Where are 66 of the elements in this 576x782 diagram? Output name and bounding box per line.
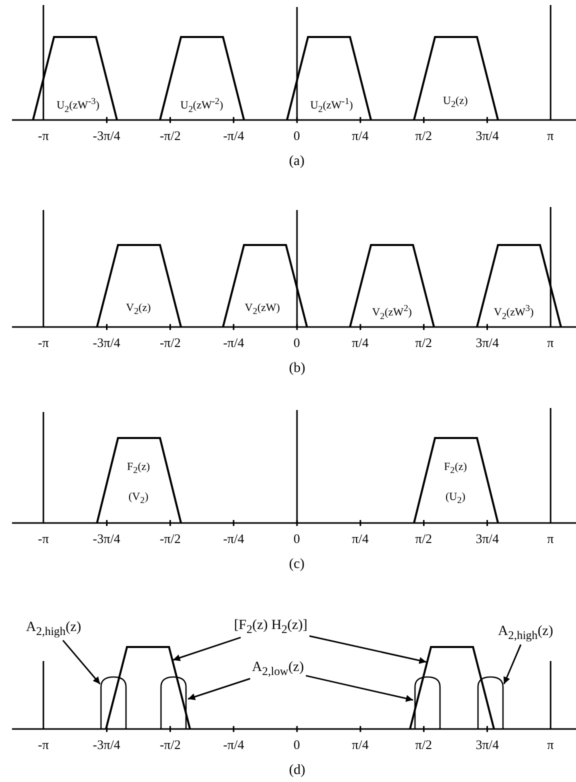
arrow bbox=[62, 640, 101, 684]
tick-label: 0 bbox=[294, 128, 300, 143]
tick-label: -3π/4 bbox=[92, 335, 120, 350]
arrow bbox=[306, 674, 414, 702]
function-label: [F$_{2}$(z) H$_{2}$(z)] bbox=[234, 618, 308, 633]
function-label: F$_{2}$(z) bbox=[127, 460, 150, 478]
arrow bbox=[188, 678, 250, 700]
panel-caption: (c) bbox=[289, 557, 305, 572]
tick-label: -π/4 bbox=[223, 531, 244, 546]
function-label: V$_{2}$(zW$^{2}$) bbox=[372, 302, 412, 323]
arrow bbox=[503, 644, 522, 684]
function-label: V$_{2}$(z) bbox=[126, 301, 151, 318]
function-label: (V$_{2}$) bbox=[128, 490, 148, 508]
tick-label: -3π/4 bbox=[92, 531, 120, 546]
tick-label: -3π/4 bbox=[92, 737, 120, 752]
passband-curve bbox=[101, 677, 126, 729]
function-label: U$_{2}$(zW$^{-2}$) bbox=[180, 95, 224, 116]
function-label: A$_{2,low}$(z) bbox=[252, 660, 304, 675]
passband-curve bbox=[478, 677, 503, 729]
tick-label: -π/4 bbox=[223, 335, 244, 350]
tick-label: -π/4 bbox=[223, 128, 244, 143]
tick-label: 3π/4 bbox=[476, 128, 499, 143]
tick-label: -3π/4 bbox=[92, 128, 120, 143]
function-label: (U$_{2}$) bbox=[446, 490, 466, 508]
arrow bbox=[172, 636, 241, 662]
panel-caption: (b) bbox=[289, 361, 306, 376]
tick-label: π bbox=[547, 531, 554, 546]
tick-label: -π bbox=[38, 335, 49, 350]
tick-label: π/4 bbox=[352, 737, 369, 752]
tick-label: -π/2 bbox=[160, 335, 181, 350]
tick-label: 3π/4 bbox=[476, 335, 499, 350]
tick-label: π/2 bbox=[415, 737, 432, 752]
function-label: V$_{2}$(zW) bbox=[244, 301, 280, 318]
arrow bbox=[309, 635, 426, 664]
tick-label: 3π/4 bbox=[476, 531, 499, 546]
tick-label: -π bbox=[38, 737, 49, 752]
tick-label: π/4 bbox=[352, 128, 369, 143]
trapezoid-response bbox=[106, 647, 190, 729]
tick-label: 3π/4 bbox=[476, 737, 499, 752]
tick-label: -π bbox=[38, 531, 49, 546]
tick-label: -π/2 bbox=[160, 531, 181, 546]
tick-label: 0 bbox=[294, 531, 300, 546]
tick-label: -π/4 bbox=[223, 737, 244, 752]
function-label: A$_{2,high}$(z) bbox=[498, 624, 554, 639]
panel-caption: (d) bbox=[289, 763, 306, 778]
function-label: V$_{2}$(zW$^{3}$) bbox=[494, 302, 534, 323]
tick-label: 0 bbox=[294, 335, 300, 350]
function-label: U$_{2}$(z) bbox=[443, 94, 468, 112]
tick-label: π/4 bbox=[352, 335, 369, 350]
tick-label: -π/2 bbox=[160, 128, 181, 143]
tick-label: 0 bbox=[294, 737, 300, 752]
tick-label: π/2 bbox=[415, 335, 432, 350]
tick-label: -π bbox=[38, 128, 49, 143]
tick-label: π/4 bbox=[352, 531, 369, 546]
tick-label: π/2 bbox=[415, 531, 432, 546]
function-label: F$_{2}$(z) bbox=[444, 460, 467, 478]
function-label: U$_{2}$(zW$^{-1}$) bbox=[310, 95, 353, 116]
tick-label: π bbox=[547, 335, 554, 350]
tick-label: -π/2 bbox=[160, 737, 181, 752]
tick-label: π bbox=[547, 128, 554, 143]
tick-label: π/2 bbox=[415, 128, 432, 143]
trapezoid-response bbox=[410, 647, 494, 729]
tick-label: π bbox=[547, 737, 554, 752]
function-label: U$_{2}$(zW$^{-3}$) bbox=[56, 95, 100, 116]
panel-caption: (a) bbox=[289, 154, 305, 169]
function-label: A$_{2,high}$(z) bbox=[26, 620, 82, 635]
